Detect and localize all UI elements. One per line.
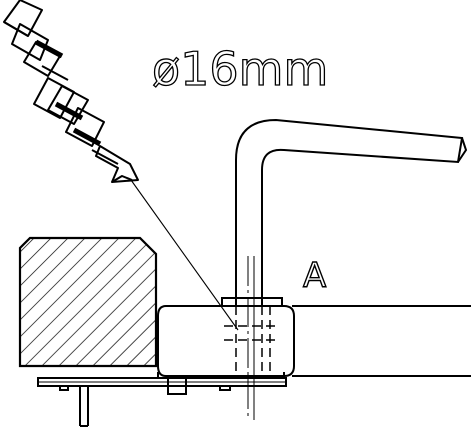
dimension-label: ø16mm	[152, 42, 328, 96]
callout-label: A	[303, 256, 326, 296]
plate-connectors	[157, 372, 285, 378]
rail	[292, 305, 471, 377]
hinge-housing	[157, 297, 295, 377]
drill-bit	[3, 0, 139, 183]
hex-key	[235, 118, 468, 305]
hidden-pin-lines	[224, 306, 276, 376]
hatched-block	[18, 236, 158, 368]
bottom-plate	[37, 377, 287, 427]
